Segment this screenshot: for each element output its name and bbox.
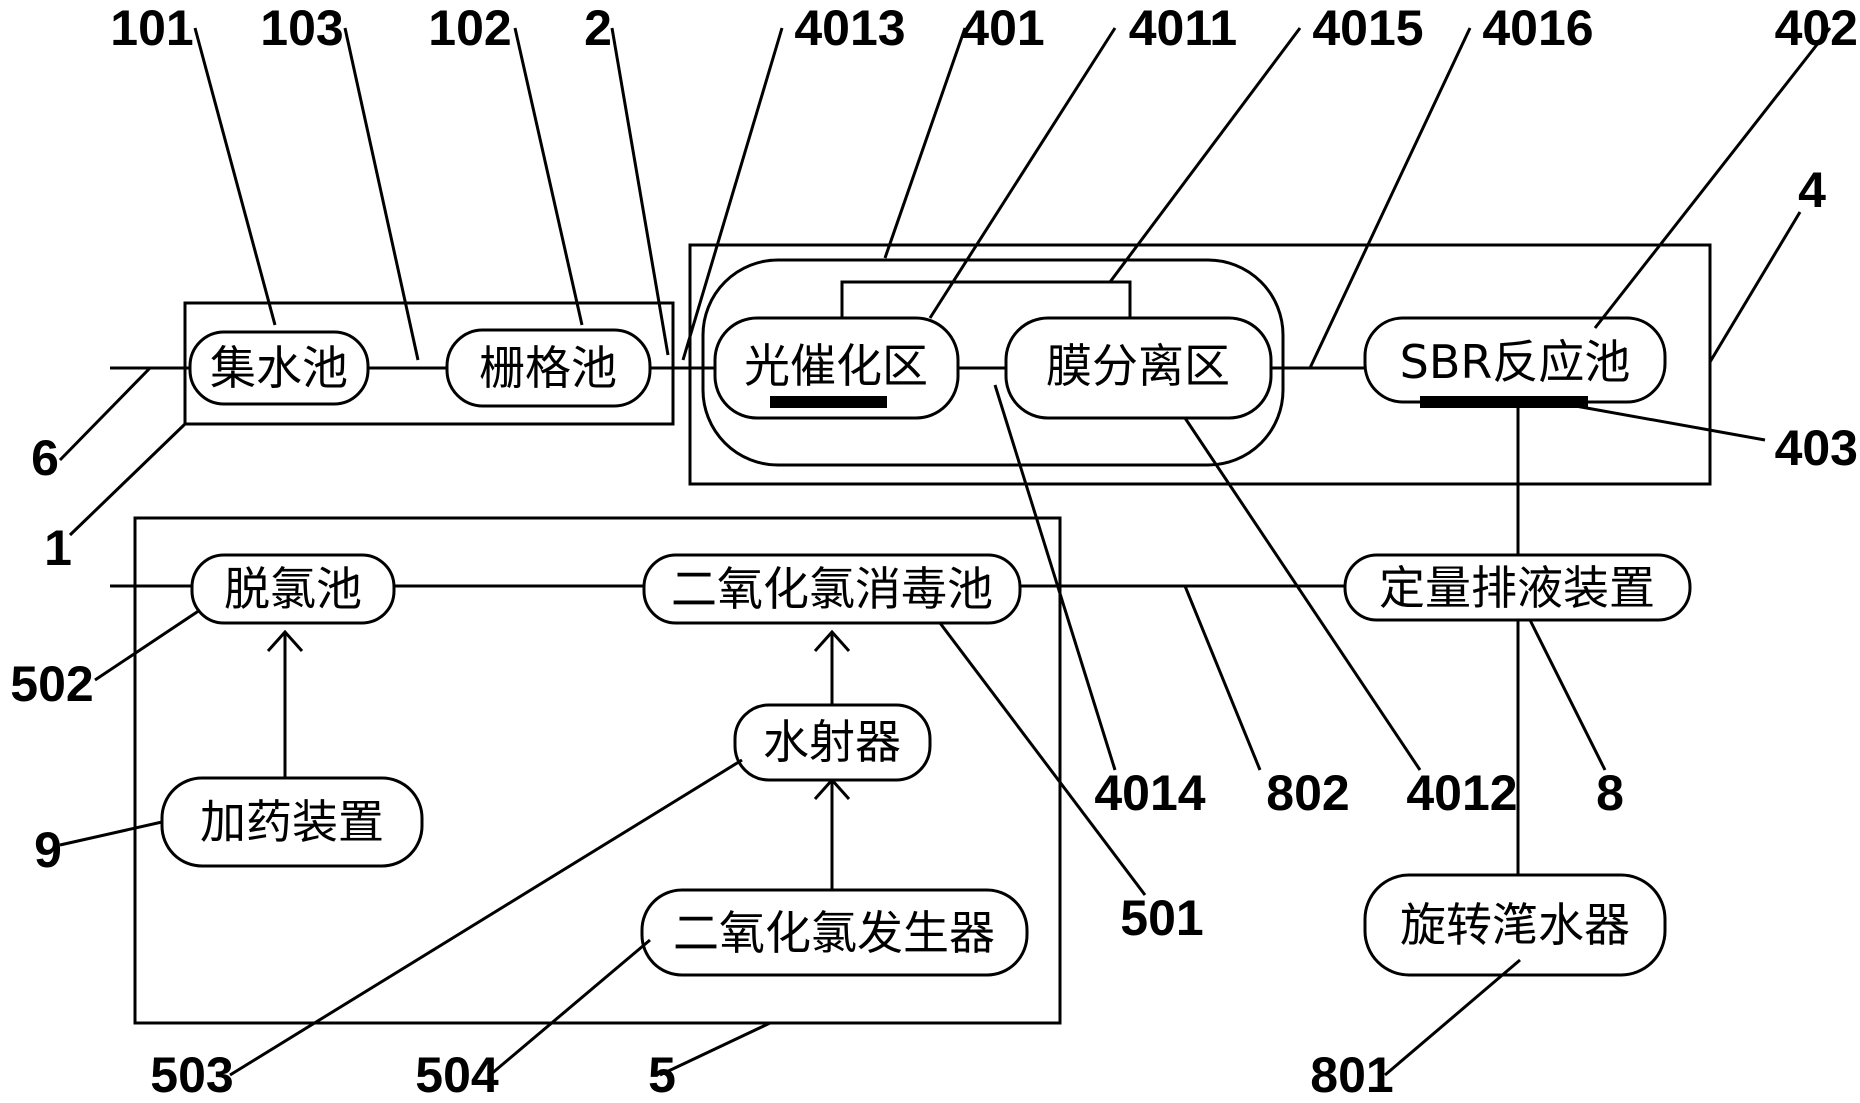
ejector-box: 水射器 [733,703,932,782]
ref-2: 2 [584,0,612,56]
ref-1: 1 [44,520,72,576]
ref-4015: 4015 [1312,0,1423,56]
ref-6: 6 [31,430,59,486]
dosing-drain-label: 定量排液装置 [1379,561,1655,615]
collect-pool-label: 集水池 [210,341,348,395]
arrow-head-chem-to-dechlor [266,629,304,653]
pretreatment-unit-frame [183,301,675,426]
ref-8: 8 [1596,765,1624,821]
ref-103: 103 [260,0,343,56]
dechlorination-pool-box: 脱氯池 [190,553,396,625]
ref-402: 402 [1775,0,1858,56]
collect-pool-box: 集水池 [188,330,370,406]
chlorine-dioxide-generator-box: 二氧化氯发生器 [640,888,1029,977]
grille-pool-label: 栅格池 [479,341,617,395]
ref-504: 504 [415,1047,499,1103]
ref-403: 403 [1775,420,1858,476]
rotary-decanter-box: 旋转滗水器 [1363,873,1667,977]
ref-5: 5 [648,1047,676,1103]
ejector-label: 水射器 [763,715,901,769]
chemical-dosing-label: 加药装置 [200,795,384,849]
photocatalyst-plate [770,396,887,408]
ref-101: 101 [110,0,193,56]
ref-503: 503 [150,1047,233,1103]
ref-501: 501 [1120,890,1203,946]
sbr-reactor-label: SBR反应池 [1400,335,1631,389]
aeration-plate [1420,396,1588,408]
dechlorination-pool-label: 脱氯池 [224,562,362,616]
ref-802: 802 [1266,765,1349,821]
grille-pool-box: 栅格池 [445,328,652,408]
membrane-zone-label: 膜分离区 [1046,339,1230,393]
ref-4012: 4012 [1406,765,1517,821]
dosing-drain-box: 定量排液装置 [1343,553,1692,622]
sbr-reactor-box: SBR反应池 [1363,316,1667,404]
return-pipe-membrane-to-photo [840,280,1132,318]
ref-9: 9 [34,822,62,878]
ref-4011: 4011 [1129,0,1237,56]
ref-502: 502 [10,656,93,712]
photocatalysis-zone-label: 光催化区 [744,339,928,393]
membrane-zone-box: 膜分离区 [1004,316,1273,420]
ref-102: 102 [428,0,511,56]
chlorine-dioxide-generator-label: 二氧化氯发生器 [673,906,995,960]
ref-401: 401 [961,0,1044,56]
disinfection-unit-frame [133,516,1062,1025]
disinfection-pool-label: 二氧化氯消毒池 [671,562,993,616]
chemical-dosing-box: 加药装置 [160,776,424,868]
ref-4016: 4016 [1482,0,1593,56]
leader-lines [58,27,1832,1077]
ref-4014: 4014 [1094,765,1205,821]
photocatalysis-zone-box: 光催化区 [713,316,960,420]
ref-4013: 4013 [794,0,905,56]
rotary-decanter-label: 旋转滗水器 [1400,898,1630,952]
photocatalytic-membrane-reactor-frame [701,258,1285,467]
reaction-unit-frame [688,243,1712,486]
disinfection-pool-box: 二氧化氯消毒池 [642,553,1022,625]
ref-801: 801 [1310,1047,1393,1103]
ref-4: 4 [1798,162,1826,218]
arrow-head-ejector-to-disinfect [813,629,851,653]
